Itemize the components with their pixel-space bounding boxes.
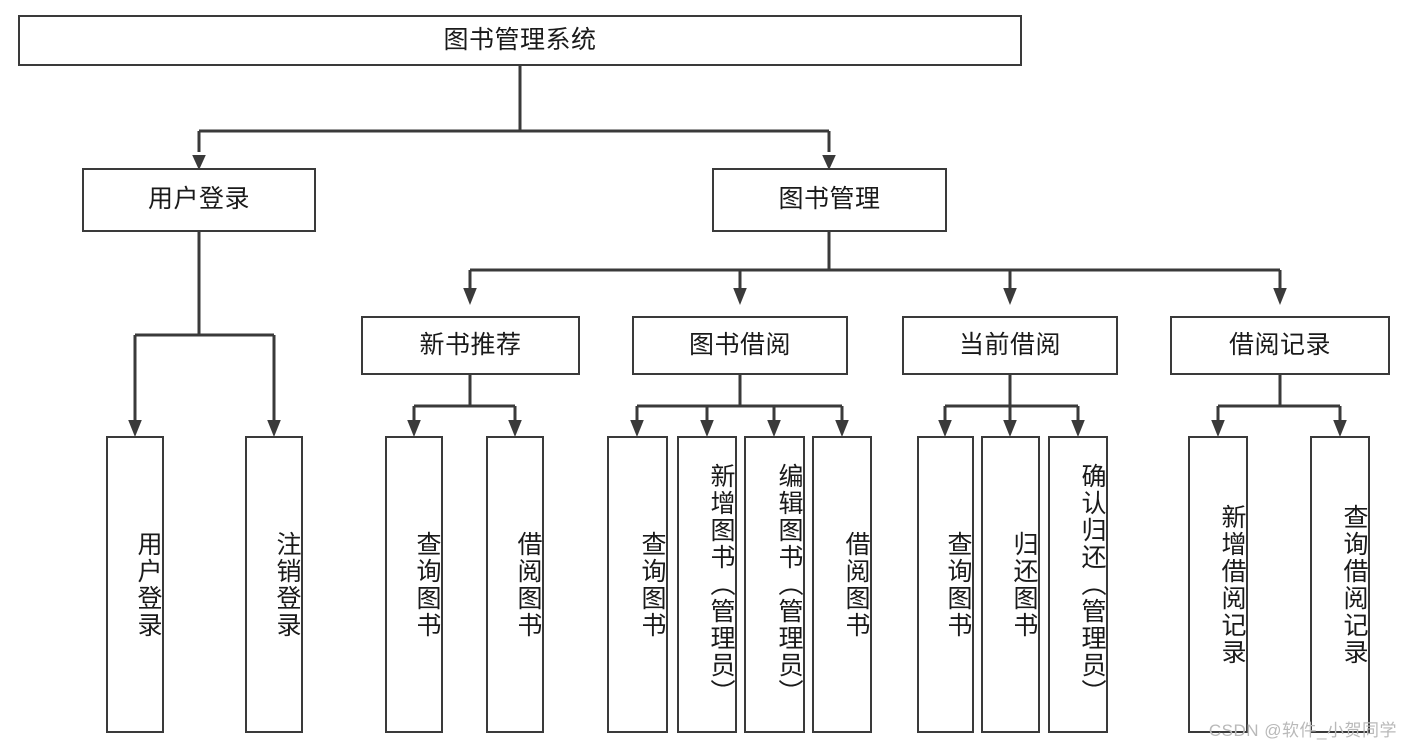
leaf-query-book-current[interactable]: 查询图书 — [917, 436, 974, 733]
node-label: 当前借阅 — [958, 330, 1061, 359]
csdn-watermark: CSDN @软件_小贺同学 — [1208, 721, 1397, 740]
leaf-return-book[interactable]: 归还图书 — [981, 436, 1040, 733]
arrowhead-leaf-2 — [267, 420, 281, 437]
leaf-user-login[interactable]: 用户登录 — [106, 436, 164, 733]
arrowhead-leaf-6 — [700, 420, 714, 437]
node-label: 查询图书 — [413, 530, 441, 639]
arrowhead-leaf-4 — [508, 420, 522, 437]
arrowhead-leaf-7 — [767, 420, 781, 437]
arrowhead-borrow-record — [1273, 288, 1287, 305]
leaf-logout[interactable]: 注销登录 — [245, 436, 303, 733]
arrowhead-new-book — [463, 288, 477, 305]
node-label: 借阅图书 — [514, 530, 542, 639]
leaf-query-book-new[interactable]: 查询图书 — [385, 436, 443, 733]
arrowhead-leaf-5 — [630, 420, 644, 437]
node-label: 借阅记录 — [1228, 330, 1331, 359]
arrowhead-leaf-3 — [407, 420, 421, 437]
node-label: 新增借阅记录 — [1218, 503, 1246, 666]
arrowhead-leaf-11 — [1071, 420, 1085, 437]
node-label: 归还图书 — [1010, 530, 1038, 639]
leaf-add-borrow-record[interactable]: 新增借阅记录 — [1188, 436, 1248, 733]
node-label: 图书管理系统 — [443, 25, 597, 54]
leaf-query-borrow-record[interactable]: 查询借阅记录 — [1310, 436, 1370, 733]
node-label: 用户登录 — [147, 185, 250, 214]
arrowhead-book-borrow — [733, 288, 747, 305]
node-borrowing-record[interactable]: 借阅记录 — [1170, 316, 1390, 375]
node-label: 图书管理 — [778, 185, 881, 214]
arrowhead-current-borrow — [1003, 288, 1017, 305]
node-label: 用户登录 — [134, 530, 162, 639]
node-book-management[interactable]: 图书管理 — [712, 168, 947, 232]
node-label: 确认归还（管理员） — [1078, 463, 1106, 706]
node-label: 查询图书 — [638, 530, 666, 639]
node-label: 查询图书 — [944, 530, 972, 639]
leaf-add-book-admin[interactable]: 新增图书（管理员） — [677, 436, 737, 733]
leaf-borrow-book-new[interactable]: 借阅图书 — [486, 436, 544, 733]
leaf-confirm-return-admin[interactable]: 确认归还（管理员） — [1048, 436, 1108, 733]
node-current-borrowing[interactable]: 当前借阅 — [902, 316, 1118, 375]
node-book-borrowing[interactable]: 图书借阅 — [632, 316, 848, 375]
node-label: 编辑图书（管理员） — [775, 463, 803, 706]
node-root-book-management-system[interactable]: 图书管理系统 — [18, 15, 1022, 66]
leaf-query-book-borrow[interactable]: 查询图书 — [607, 436, 668, 733]
arrowhead-leaf-12 — [1211, 420, 1225, 437]
arrowhead-leaf-10 — [1003, 420, 1017, 437]
leaf-edit-book-admin[interactable]: 编辑图书（管理员） — [744, 436, 805, 733]
arrowhead-leaf-9 — [938, 420, 952, 437]
node-label: 图书借阅 — [688, 330, 791, 359]
node-label: 查询借阅记录 — [1340, 503, 1368, 666]
arrowhead-leaf-1 — [128, 420, 142, 437]
node-label: 新书推荐 — [419, 330, 522, 359]
leaf-borrow-book[interactable]: 借阅图书 — [812, 436, 872, 733]
node-user-login[interactable]: 用户登录 — [82, 168, 316, 232]
arrowhead-leaf-13 — [1333, 420, 1347, 437]
arrowhead-leaf-8 — [835, 420, 849, 437]
node-label: 新增图书（管理员） — [707, 463, 735, 706]
node-label: 注销登录 — [273, 530, 301, 639]
node-label: 借阅图书 — [842, 530, 870, 639]
node-new-book-recommendation[interactable]: 新书推荐 — [361, 316, 580, 375]
